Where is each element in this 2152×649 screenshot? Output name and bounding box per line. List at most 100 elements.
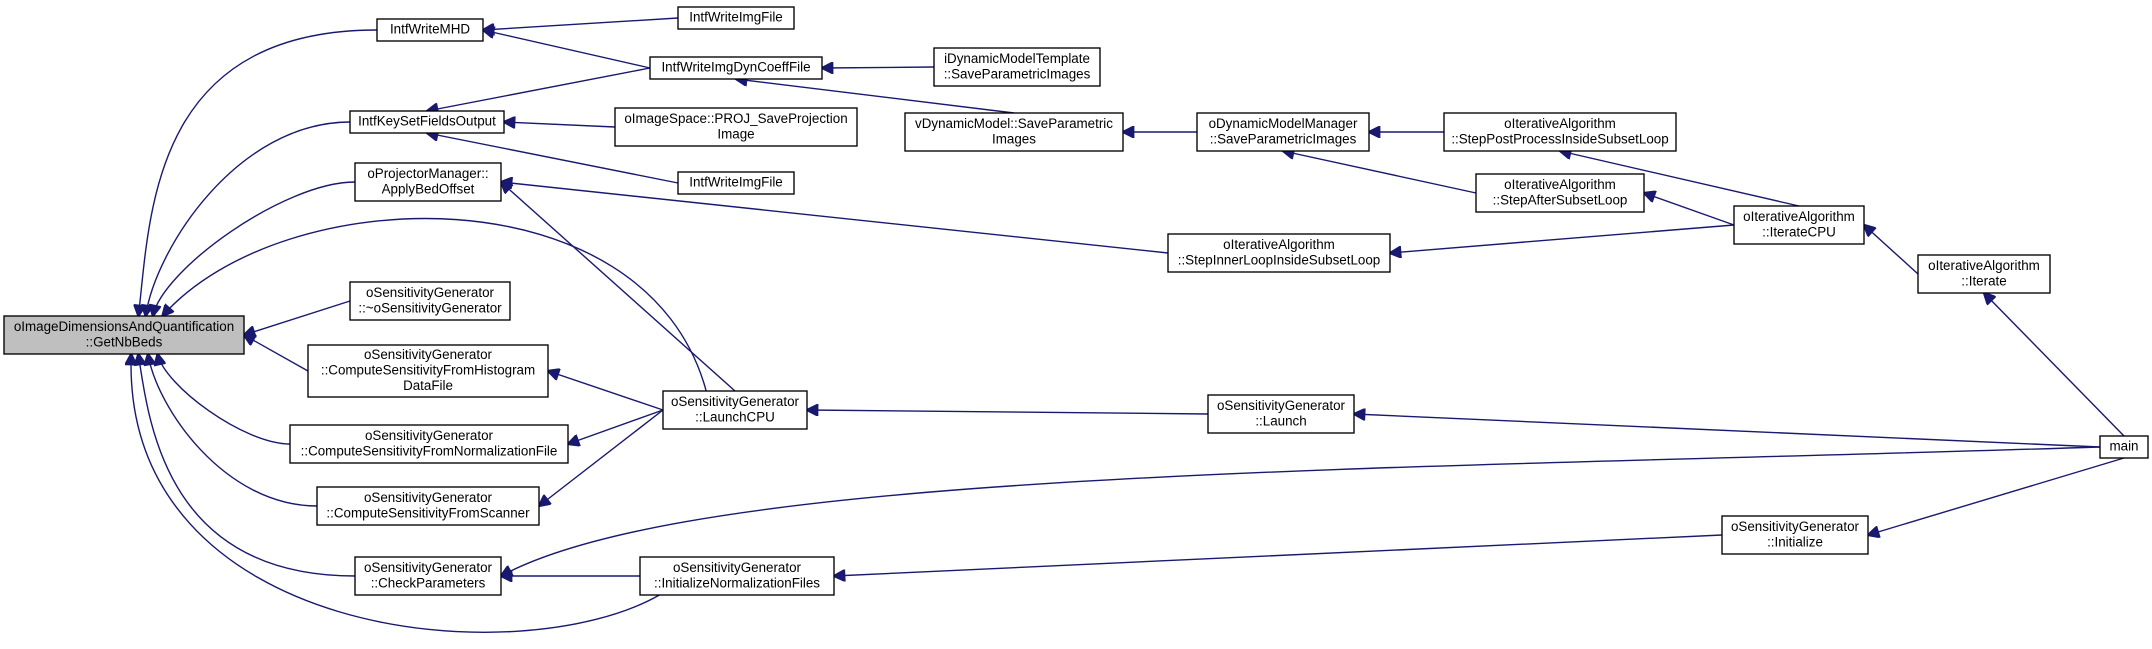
node-box	[349, 281, 511, 321]
edge-idynamicmodeltemplate-to-intfwriteimgdyncoefffile	[822, 67, 935, 68]
edge-launchcpu-to-getnbbeds	[162, 217, 707, 392]
node-box	[933, 47, 1101, 87]
node-layer: oImageDimensionsAndQuantification::GetNb…	[3, 6, 2149, 596]
edge-stepAfterSubset-to-odynamicmodelmanager	[1283, 151, 1477, 194]
node-label-line: oIterativeAlgorithm	[1504, 177, 1616, 192]
node-stepAfterSubset[interactable]: oIterativeAlgorithm::StepAfterSubsetLoop	[1475, 173, 1645, 213]
edge-line	[568, 409, 664, 444]
edge-intfwriteimgfile2-to-intfkeysetfieldsoutput	[427, 133, 679, 184]
node-initialize[interactable]: oSensitivityGenerator::Initialize	[1721, 515, 1869, 555]
node-label-line: oSensitivityGenerator	[365, 428, 494, 443]
node-box	[639, 556, 835, 596]
node-box	[677, 6, 795, 30]
edge-line	[501, 446, 2101, 576]
node-destructor[interactable]: oSensitivityGenerator::~oSensitivityGene…	[349, 281, 511, 321]
node-box	[1207, 394, 1355, 434]
edge-launchcpu-to-applybedoffset	[501, 182, 736, 392]
node-label-line: vDynamicModel::SaveParametric	[915, 116, 1113, 131]
edge-computeScanner-to-getnbbeds	[148, 354, 318, 507]
edge-line	[483, 17, 679, 30]
edge-line	[548, 371, 664, 411]
edge-line	[1354, 414, 2101, 448]
node-initNormFiles[interactable]: oSensitivityGenerator::InitializeNormali…	[639, 556, 835, 596]
node-box	[662, 390, 808, 430]
node-box	[1733, 205, 1865, 245]
edge-layer	[131, 17, 2125, 633]
node-box	[3, 315, 245, 355]
node-label-line: ::InitializeNormalizationFiles	[654, 575, 820, 590]
edge-line	[131, 354, 660, 633]
node-label-line: oIterativeAlgorithm	[1223, 237, 1335, 252]
edge-iterate-to-iteratecpu	[1864, 225, 1919, 275]
edge-initialize-to-initNormFiles	[834, 534, 1723, 576]
node-label-line: ApplyBedOffset	[382, 181, 475, 196]
node-stepPostProcess[interactable]: oIterativeAlgorithm::StepPostProcessInsi…	[1443, 112, 1677, 152]
node-label-line: Image	[717, 126, 754, 141]
node-label-line: ::CheckParameters	[371, 575, 486, 590]
edge-line	[138, 29, 378, 316]
node-label-line: oSensitivityGenerator	[364, 490, 493, 505]
node-getnbbeds[interactable]: oImageDimensionsAndQuantification::GetNb…	[3, 315, 245, 355]
node-launch[interactable]: oSensitivityGenerator::Launch	[1207, 394, 1355, 434]
node-intfwritemhd[interactable]: IntfWriteMHD	[376, 18, 484, 42]
edge-line	[162, 217, 707, 392]
node-checkparams[interactable]: oSensitivityGenerator::CheckParameters	[354, 556, 502, 596]
node-computeNorm[interactable]: oSensitivityGenerator::ComputeSensitivit…	[289, 424, 569, 464]
node-intfwriteimgdyncoefffile[interactable]: IntfWriteImgDynCoeffFile	[649, 56, 823, 80]
node-label-line: oSensitivityGenerator	[366, 285, 495, 300]
node-iterate[interactable]: oIterativeAlgorithm::Iterate	[1917, 254, 2051, 294]
node-label-line: ::Initialize	[1767, 534, 1823, 549]
node-box	[349, 110, 505, 134]
node-label-line: oImageSpace::PROJ_SaveProjection	[624, 111, 847, 126]
node-intfwriteimgfile1[interactable]: IntfWriteImgFile	[677, 6, 795, 30]
node-label-line: ::ComputeSensitivityFromScanner	[326, 505, 530, 520]
node-launchcpu[interactable]: oSensitivityGenerator::LaunchCPU	[662, 390, 808, 430]
node-odynamicmodelmanager[interactable]: oDynamicModelManager::SaveParametricImag…	[1196, 112, 1370, 152]
node-label-line: ::ComputeSensitivityFromNormalizationFil…	[301, 443, 558, 458]
edge-line	[153, 181, 356, 316]
node-box	[354, 162, 502, 202]
edge-line	[1868, 457, 2125, 535]
node-computeHistogram[interactable]: oSensitivityGenerator::ComputeSensitivit…	[307, 344, 549, 398]
edge-line	[158, 354, 291, 445]
edge-line	[501, 182, 1169, 254]
node-idynamicmodeltemplate[interactable]: iDynamicModelTemplate::SaveParametricIma…	[933, 47, 1101, 87]
edge-line	[1560, 151, 1800, 207]
edge-launchcpu-to-computeScanner	[539, 409, 664, 506]
node-box	[354, 556, 502, 596]
node-stepInnerLoop[interactable]: oIterativeAlgorithm::StepInnerLoopInside…	[1167, 233, 1391, 273]
node-label-line: oProjectorManager::	[367, 166, 488, 181]
node-label-line: IntfKeySetFieldsOutput	[358, 114, 496, 129]
node-intfkeysetfieldsoutput[interactable]: IntfKeySetFieldsOutput	[349, 110, 505, 134]
node-label-line: ::StepAfterSubsetLoop	[1493, 192, 1628, 207]
edge-line	[427, 133, 679, 184]
edge-line	[834, 534, 1723, 576]
node-computeScanner[interactable]: oSensitivityGenerator::ComputeSensitivit…	[316, 486, 540, 526]
edge-main-to-checkparams	[501, 446, 2101, 576]
edge-oimagespace-to-intfkeysetfieldsoutput	[504, 122, 616, 127]
edge-computeNorm-to-getnbbeds	[158, 354, 291, 445]
node-vdynamicmodel[interactable]: vDynamicModel::SaveParametricImages	[904, 112, 1124, 152]
edge-intfwriteimgdyncoefffile-to-intfwritemhd	[483, 30, 651, 69]
node-label-line: ::Launch	[1255, 413, 1306, 428]
node-label-line: ::IterateCPU	[1762, 224, 1836, 239]
node-box	[1443, 112, 1677, 152]
node-label-line: main	[2109, 439, 2138, 454]
node-label-line: oSensitivityGenerator	[1217, 398, 1346, 413]
node-label-line: ::~oSensitivityGenerator	[358, 300, 502, 315]
edge-launch-to-launchcpu	[807, 410, 1209, 414]
node-iteratecpu[interactable]: oIterativeAlgorithm::IterateCPU	[1733, 205, 1865, 245]
node-applybedoffset[interactable]: oProjectorManager::ApplyBedOffset	[354, 162, 502, 202]
edge-checkparams-to-getnbbeds	[138, 354, 356, 577]
edge-iteratecpu-to-stepInnerLoop	[1390, 224, 1735, 253]
node-intfwriteimgfile2[interactable]: IntfWriteImgFile	[677, 171, 795, 195]
edge-line	[1864, 225, 1919, 275]
node-main[interactable]: main	[2099, 435, 2149, 459]
node-box	[289, 424, 569, 464]
edge-line	[148, 354, 318, 507]
edge-line	[504, 122, 616, 127]
node-label-line: oIterativeAlgorithm	[1928, 258, 2040, 273]
edge-line	[822, 67, 935, 68]
